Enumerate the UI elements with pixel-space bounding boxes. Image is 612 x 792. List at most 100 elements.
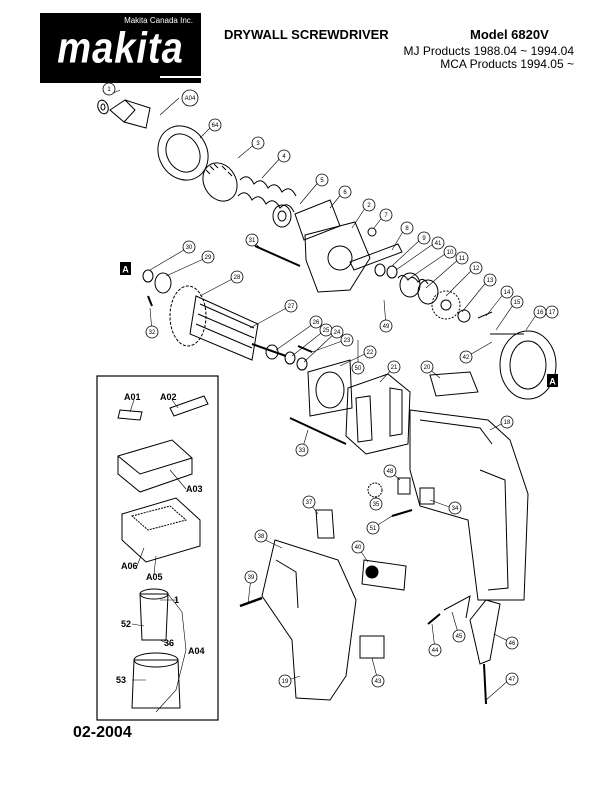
part-18-handle-half bbox=[479, 469, 509, 591]
accessory-box-frame bbox=[96, 375, 219, 721]
callout-29 bbox=[201, 250, 215, 264]
accessory-label: A02 bbox=[160, 392, 177, 402]
callout-5 bbox=[315, 173, 329, 187]
part-label: 38 bbox=[258, 534, 265, 540]
part-64-ring bbox=[157, 125, 209, 181]
callout-19 bbox=[278, 674, 292, 688]
callout-31 bbox=[245, 233, 259, 247]
callout-10 bbox=[443, 245, 457, 259]
part-label: 14 bbox=[504, 290, 511, 296]
products-line-1: MJ Products 1988.04 ~ 1994.04 bbox=[403, 44, 574, 58]
part-label: 35 bbox=[373, 502, 380, 508]
date-code: 02-2004 bbox=[73, 724, 132, 741]
accessory-a03-case bbox=[117, 439, 193, 493]
part-5-bearing-hole bbox=[277, 210, 287, 222]
part-label: 24 bbox=[334, 330, 341, 336]
model-number: Model 6820V bbox=[470, 27, 549, 42]
part-33-screw bbox=[289, 417, 347, 445]
part-10-spring bbox=[397, 274, 429, 285]
part-label: 8 bbox=[405, 226, 409, 232]
part-label: 20 bbox=[424, 365, 431, 371]
accessory-label: A04 bbox=[188, 646, 205, 656]
part-51-screw bbox=[391, 509, 413, 517]
brand-tag: Makita Canada Inc. bbox=[124, 16, 193, 25]
accessory-leaders bbox=[129, 399, 187, 713]
part-9-washer bbox=[374, 263, 386, 277]
accessory-label: A05 bbox=[146, 572, 163, 582]
callout-35 bbox=[369, 497, 383, 511]
callout-48 bbox=[383, 464, 397, 478]
accessory-label: A06 bbox=[121, 561, 138, 571]
part-label: 23 bbox=[344, 338, 351, 344]
part-40-switch bbox=[361, 559, 407, 591]
part-44-screw bbox=[427, 613, 441, 625]
part-13-gear-hub bbox=[440, 299, 452, 311]
callout-37 bbox=[302, 495, 316, 509]
part-64-ring-inner bbox=[165, 133, 201, 173]
accessory-a06-box bbox=[121, 497, 201, 563]
accessory-label: 36 bbox=[164, 638, 174, 648]
callout-1 bbox=[102, 82, 116, 96]
part-callouts bbox=[102, 82, 559, 688]
callout-22 bbox=[363, 345, 377, 359]
callout-51 bbox=[366, 521, 380, 535]
part-18-housing bbox=[409, 409, 529, 601]
part-label: 13 bbox=[487, 278, 494, 284]
part-37-lock-ring bbox=[315, 509, 335, 539]
accessory-label: 53 bbox=[116, 675, 126, 685]
part-43-terminal bbox=[359, 635, 385, 659]
part-2-bore bbox=[327, 245, 353, 271]
section-marks: A A bbox=[120, 262, 558, 387]
callout-3 bbox=[251, 136, 265, 150]
callout-49 bbox=[379, 319, 393, 333]
part-a04-body bbox=[109, 99, 136, 123]
part-label: 22 bbox=[367, 350, 374, 356]
callout-50 bbox=[351, 361, 365, 375]
part-28-fan bbox=[169, 285, 207, 347]
part-label: 7 bbox=[384, 213, 388, 219]
part-label: 44 bbox=[432, 648, 439, 654]
part-14-washer bbox=[457, 309, 471, 323]
part-22-baffle bbox=[307, 359, 353, 417]
part-25-washer bbox=[284, 351, 296, 365]
callout-27 bbox=[284, 299, 298, 313]
part-label: 4 bbox=[282, 154, 286, 160]
part-label: 10 bbox=[447, 250, 454, 256]
callout-2 bbox=[362, 198, 376, 212]
part-label: 11 bbox=[459, 256, 466, 262]
part-label: 32 bbox=[149, 330, 156, 336]
part-label: 16 bbox=[537, 310, 544, 316]
part-a04-sleeve bbox=[123, 99, 151, 129]
part-4-spring-top bbox=[239, 176, 297, 197]
makita-logo: Makita Canada Inc. makita bbox=[40, 13, 230, 83]
part-13-gear bbox=[431, 290, 461, 320]
callout-18 bbox=[500, 415, 514, 429]
part-22-hole bbox=[315, 371, 345, 409]
part-21-field bbox=[345, 373, 411, 455]
callout-40 bbox=[351, 540, 365, 554]
part-label: 47 bbox=[509, 677, 516, 683]
part-label: 39 bbox=[248, 575, 255, 581]
section-mark-a-right bbox=[547, 374, 558, 387]
part-31-screw bbox=[254, 245, 301, 267]
callout-38 bbox=[254, 529, 268, 543]
callout-6 bbox=[338, 185, 352, 199]
part-45-clamp bbox=[443, 595, 471, 619]
callout-43 bbox=[371, 674, 385, 688]
part-label: 30 bbox=[186, 245, 193, 251]
accessory-52-top bbox=[139, 588, 169, 600]
part-12-cam bbox=[417, 279, 439, 305]
callout-46 bbox=[505, 636, 519, 650]
part-label: 17 bbox=[549, 310, 556, 316]
accessory-53-housing bbox=[131, 659, 181, 709]
part-label: 43 bbox=[375, 679, 382, 685]
part-38-handle bbox=[261, 539, 357, 701]
part-label: 2 bbox=[367, 203, 371, 209]
part-17-baffle-inner bbox=[509, 340, 547, 390]
part-38-handle-detail bbox=[275, 559, 299, 609]
part-label: 15 bbox=[514, 300, 521, 306]
part-34-brush bbox=[419, 487, 435, 505]
callout-23 bbox=[340, 333, 354, 347]
part-3-knurl bbox=[205, 163, 233, 177]
